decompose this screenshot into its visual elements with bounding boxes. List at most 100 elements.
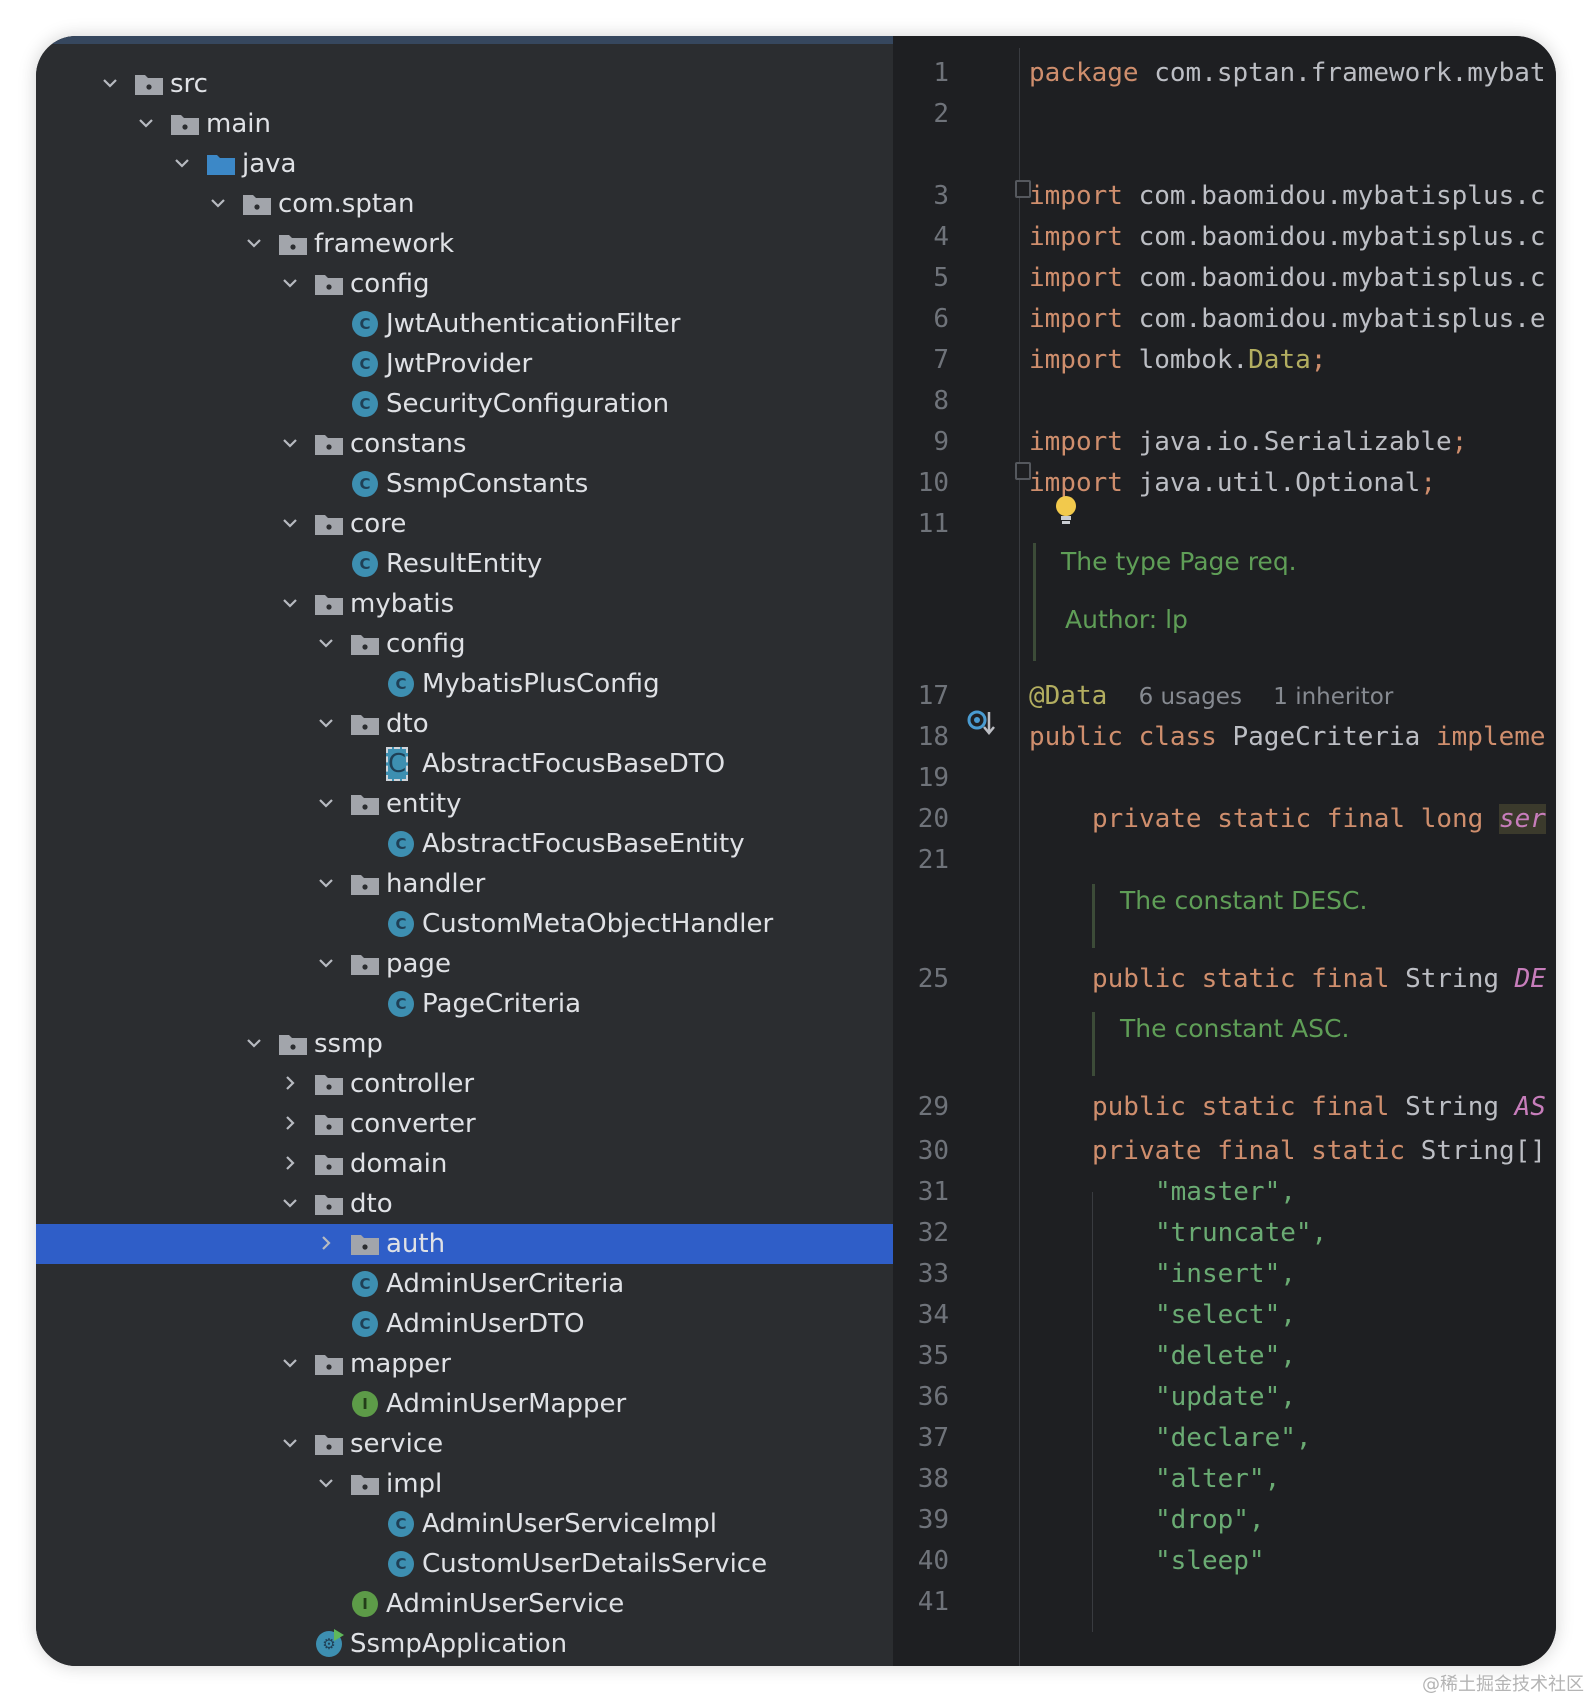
- chevron-down-icon[interactable]: [278, 424, 302, 464]
- tree-row[interactable]: page: [36, 944, 893, 984]
- field-name: DE: [1514, 964, 1546, 994]
- chevron-right-icon[interactable]: [278, 1064, 302, 1104]
- string-literal: "master",: [1155, 1170, 1296, 1214]
- chevron-down-icon[interactable]: [278, 1184, 302, 1224]
- chevron-down-icon[interactable]: [278, 264, 302, 304]
- tree-row[interactable]: config: [36, 264, 893, 304]
- code-line-4: import com.baomidou.mybatisplus.c: [1029, 215, 1546, 259]
- tree-row[interactable]: core: [36, 504, 893, 544]
- code-line-29: public static final String AS: [1092, 1085, 1546, 1129]
- lightbulb-icon[interactable]: [1053, 494, 1079, 533]
- tree-item-label: main: [206, 109, 271, 139]
- line-number: 1: [933, 58, 949, 88]
- tree-row[interactable]: framework: [36, 224, 893, 264]
- keyword: package: [1029, 58, 1139, 88]
- chevron-down-icon[interactable]: [242, 224, 266, 264]
- chevron-down-icon[interactable]: [278, 504, 302, 544]
- tree-row[interactable]: dto: [36, 704, 893, 744]
- chevron-down-icon[interactable]: [206, 184, 230, 224]
- chevron-down-icon[interactable]: [242, 1024, 266, 1064]
- chevron-down-icon[interactable]: [278, 1424, 302, 1464]
- line-number: 29: [917, 1092, 949, 1122]
- chevron-down-icon[interactable]: [314, 944, 338, 984]
- chevron-down-icon[interactable]: [278, 584, 302, 624]
- chevron-down-icon[interactable]: [98, 64, 122, 104]
- tree-row[interactable]: java: [36, 144, 893, 184]
- tree-row[interactable]: handler: [36, 864, 893, 904]
- tree-row[interactable]: com.sptan: [36, 184, 893, 224]
- tree-row[interactable]: mybatis: [36, 584, 893, 624]
- usages-hint[interactable]: 6 usages: [1138, 684, 1242, 710]
- tree-row[interactable]: converter: [36, 1104, 893, 1144]
- keyword: private final static: [1092, 1136, 1406, 1166]
- tree-row[interactable]: src: [36, 64, 893, 104]
- chevron-right-icon[interactable]: [278, 1104, 302, 1144]
- chevron-down-icon[interactable]: [278, 1344, 302, 1384]
- tree-row[interactable]: config: [36, 624, 893, 664]
- tree-item-label: AbstractFocusBaseDTO: [422, 749, 726, 779]
- tree-row[interactable]: entity: [36, 784, 893, 824]
- chevron-right-icon[interactable]: [314, 1224, 338, 1264]
- tree-item-label: SsmpApplication: [350, 1629, 568, 1659]
- chevron-down-icon[interactable]: [314, 864, 338, 904]
- string-value: "declare",: [1155, 1423, 1312, 1453]
- tree-row[interactable]: service: [36, 1424, 893, 1464]
- tree-row-selected[interactable]: auth: [36, 1224, 893, 1264]
- string-literal: "update",: [1155, 1375, 1296, 1419]
- doc-comment-block[interactable]: The constant ASC.: [1092, 1012, 1535, 1076]
- fold-marker-icon[interactable]: [1015, 180, 1031, 198]
- doc-comment-author: Author: lp: [1065, 605, 1188, 634]
- tree-row[interactable]: mapper: [36, 1344, 893, 1384]
- doc-comment-block[interactable]: The constant DESC.: [1092, 884, 1535, 948]
- chevron-down-icon[interactable]: [314, 704, 338, 744]
- fold-marker-icon[interactable]: [1015, 462, 1031, 480]
- import-path: com.baomidou.mybatisplus.c: [1122, 181, 1546, 211]
- tree-row[interactable]: impl: [36, 1464, 893, 1504]
- doc-comment-block[interactable]: The type Page req. Author: lp: [1033, 543, 1536, 661]
- keyword: import: [1029, 427, 1123, 457]
- tree-row[interactable]: constans: [36, 424, 893, 464]
- tree-item-label: framework: [314, 229, 455, 259]
- keyword: import: [1029, 304, 1123, 334]
- tree-item-label: handler: [386, 869, 486, 899]
- tree-row[interactable]: ssmp: [36, 1024, 893, 1064]
- string-value: "truncate",: [1155, 1218, 1328, 1248]
- tree-row[interactable]: controller: [36, 1064, 893, 1104]
- chevron-down-icon[interactable]: [134, 104, 158, 144]
- tree-item-label: PageCriteria: [422, 989, 582, 1019]
- tree-row[interactable]: domain: [36, 1144, 893, 1184]
- watermark: @稀土掘金技术社区: [1422, 1674, 1584, 1695]
- keyword: public class: [1029, 722, 1217, 752]
- tree-item-label: config: [350, 269, 430, 299]
- chevron-down-icon[interactable]: [314, 624, 338, 664]
- implemented-gutter-icon[interactable]: [967, 706, 997, 747]
- chevron-down-icon[interactable]: [170, 144, 194, 184]
- line-number: 19: [917, 763, 949, 793]
- chevron-right-icon[interactable]: [278, 1144, 302, 1184]
- inheritor-hint[interactable]: 1 inheritor: [1273, 684, 1394, 710]
- folder-icon: [314, 1344, 344, 1384]
- chevron-down-icon[interactable]: [314, 784, 338, 824]
- chevron-down-icon[interactable]: [314, 1464, 338, 1504]
- tree-row[interactable]: ⚙SsmpApplication: [36, 1624, 893, 1664]
- tree-row[interactable]: dto: [36, 1184, 893, 1224]
- tree-row[interactable]: main: [36, 104, 893, 144]
